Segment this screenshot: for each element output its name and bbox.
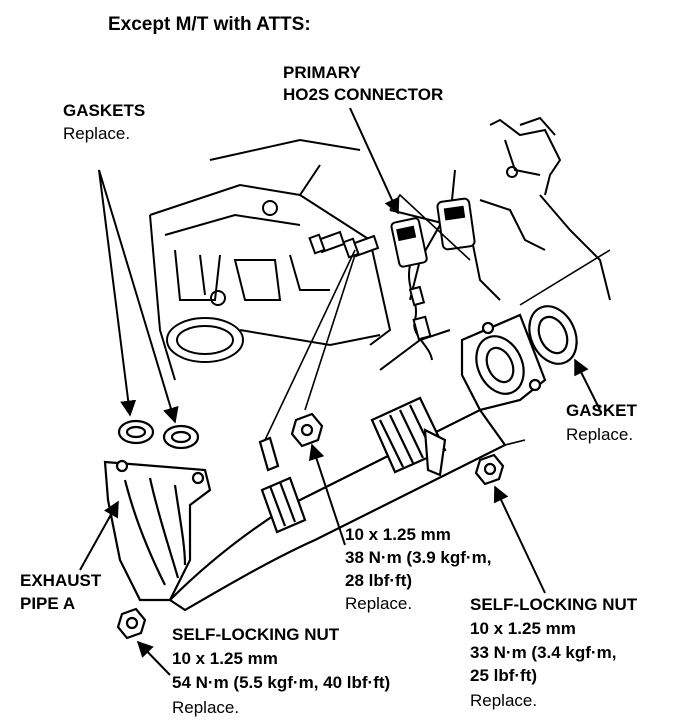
nut-bottom-size: 10 x 1.25 mm xyxy=(172,649,278,668)
nut-right-torque-line2: 25 lbf·ft) xyxy=(470,666,538,685)
self-locking-nut-bottom xyxy=(116,607,147,640)
nut-right-torque-line1: 33 N·m (3.4 kgf·m, xyxy=(470,643,617,662)
gasket-pair xyxy=(117,419,200,450)
nut-bottom-note: Replace. xyxy=(172,698,240,717)
engine-block xyxy=(149,138,451,381)
rear-gasket xyxy=(528,305,578,365)
nut-right-note: Replace. xyxy=(470,691,538,710)
exhaust-pipe-label-line1: EXHAUST xyxy=(20,571,102,590)
flange-bolt-note: Replace. xyxy=(345,594,413,613)
flange-bolt-torque-line1: 38 N·m (3.9 kgf·m, xyxy=(345,548,492,567)
primary-ho2s-label-line2: HO2S CONNECTOR xyxy=(283,85,444,104)
bolt-pair xyxy=(308,230,380,259)
flange-bolt-size: 10 x 1.25 mm xyxy=(345,525,451,544)
gaskets-note: Replace. xyxy=(63,124,131,143)
nut-right-size: 10 x 1.25 mm xyxy=(470,619,576,638)
self-locking-nut-right xyxy=(474,453,505,486)
primary-ho2s-label-line1: PRIMARY xyxy=(283,63,361,82)
self-locking-nut-top xyxy=(290,412,324,448)
leader-lines xyxy=(79,107,601,676)
exhaust-pipe-a xyxy=(103,313,547,612)
body-panel xyxy=(389,116,611,301)
gasket-note: Replace. xyxy=(566,425,634,444)
exhaust-pipe-label-line2: PIPE A xyxy=(20,594,76,613)
page-heading: Except M/T with ATTS: xyxy=(108,14,311,35)
nut-right-title: SELF-LOCKING NUT xyxy=(470,595,638,614)
ho2s-connector xyxy=(390,169,476,361)
gaskets-label: GASKETS xyxy=(63,101,146,120)
gasket-label: GASKET xyxy=(566,401,637,420)
nut-bottom-title: SELF-LOCKING NUT xyxy=(172,625,340,644)
flange-bolt-torque-line2: 28 lbf·ft) xyxy=(345,571,413,590)
nut-bottom-torque: 54 N·m (5.5 kgf·m, 40 lbf·ft) xyxy=(172,673,391,692)
